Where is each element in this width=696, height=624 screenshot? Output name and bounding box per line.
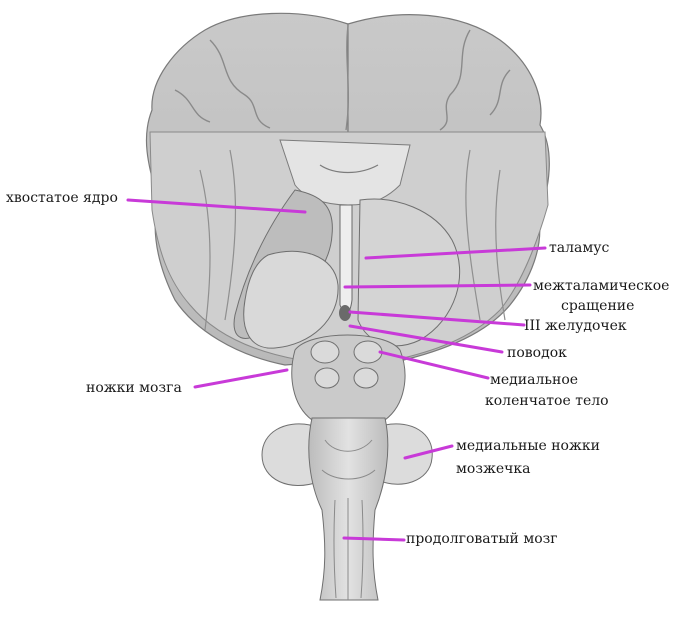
colliculi bbox=[310, 340, 383, 389]
label-medulla: продолговатый мозг bbox=[406, 531, 558, 547]
label-medial-geniculate-1: медиальное bbox=[490, 372, 579, 388]
label-cerebellar-peduncles-2: мозжечка bbox=[456, 461, 531, 477]
label-caudate-nucleus: хвостатое ядро bbox=[6, 190, 118, 206]
leader-cerebellar-peduncles bbox=[403, 444, 454, 460]
leader-habenula bbox=[348, 324, 504, 354]
leader-medulla bbox=[342, 536, 406, 542]
label-medial-geniculate-2: коленчатое тело bbox=[485, 393, 609, 409]
leader-third-ventricle bbox=[348, 310, 526, 327]
internal-capsule bbox=[199, 149, 506, 331]
label-thalamus: таламус bbox=[549, 240, 610, 256]
leader-caudate bbox=[126, 198, 307, 214]
interthalamic-adhesion-mark bbox=[339, 305, 351, 321]
medulla-striations bbox=[321, 439, 376, 600]
leader-cerebral-peduncles bbox=[193, 368, 289, 389]
label-habenula: поводок bbox=[507, 345, 567, 361]
fornix-outline bbox=[319, 164, 379, 174]
label-third-ventricle: III желудочек bbox=[524, 318, 627, 334]
left-thalamus bbox=[243, 250, 339, 349]
third-ventricle bbox=[339, 204, 353, 314]
label-interthalamic-adhesion-2: сращение bbox=[561, 298, 635, 314]
label-cerebellar-peduncles-1: медиальные ножки bbox=[456, 438, 600, 454]
midbrain bbox=[291, 334, 406, 421]
leader-lines bbox=[126, 198, 547, 542]
label-interthalamic-adhesion-1: межталамическое bbox=[533, 278, 670, 294]
leader-interthalamic-adhesion bbox=[343, 283, 532, 289]
leader-medial-geniculate bbox=[378, 350, 490, 380]
label-cerebral-peduncles: ножки мозга bbox=[86, 380, 182, 396]
leader-thalamus bbox=[364, 246, 547, 260]
